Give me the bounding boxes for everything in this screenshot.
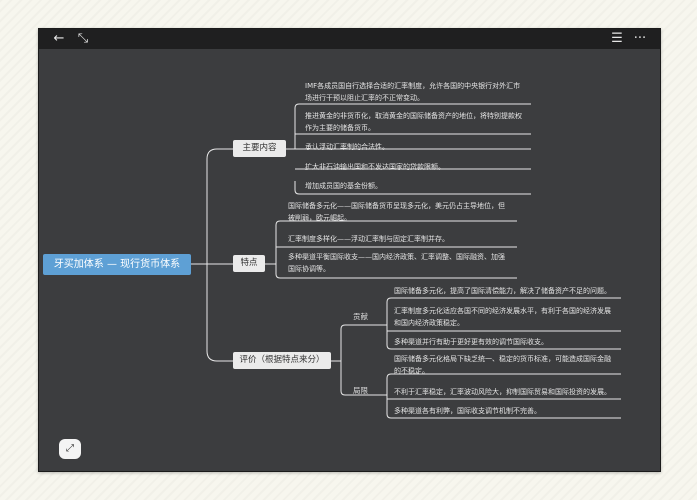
leaf-node[interactable]: 多种渠道各有利弊，国际收支调节机制不完善。 bbox=[394, 407, 541, 415]
branch-evaluation[interactable]: 评价（根据特点来分） bbox=[233, 352, 331, 369]
leaf-node[interactable]: 汇率制度多样化——浮动汇率制与固定汇率制并存。 bbox=[288, 235, 449, 243]
root-node[interactable]: 牙买加体系 — 现行货币体系 bbox=[43, 254, 191, 275]
outline-list-icon[interactable]: ☰ bbox=[611, 31, 623, 46]
leaf-node[interactable]: 不利于汇率稳定，汇率波动风险大，抑制国际贸易和国际投资的发展。 bbox=[394, 388, 611, 396]
collapse-icon[interactable]: ⤡ bbox=[77, 31, 89, 46]
leaf-node[interactable]: 国际储备多元化，提高了国际清偿能力，解决了储备资产不足的问题。 bbox=[394, 287, 611, 295]
leaf-node[interactable]: 扩大非石油输出国和不发达国家的贷款限额。 bbox=[305, 163, 445, 171]
leaf-node[interactable]: 国际储备多元化格局下缺乏统一、稳定的货币标准，可能造成国际金融的不稳定。 bbox=[394, 355, 611, 375]
leaf-node[interactable]: 推进黄金的非货币化，取消黄金的国际储备资产的地位，将特别提款权作为主要的储备货币… bbox=[305, 112, 522, 132]
top-toolbar: ← ⤡ ☰ ··· bbox=[39, 29, 660, 49]
leaf-node[interactable]: 增加成员国的基金份额。 bbox=[305, 182, 382, 190]
leaf-node[interactable]: 国际储备多元化——国际储备货币呈现多元化，美元仍占主导地位，但被削弱，欧元崛起。 bbox=[288, 202, 505, 222]
connector-lines bbox=[191, 103, 621, 419]
fullscreen-button[interactable]: ⤢ bbox=[59, 439, 81, 459]
leaf-node[interactable]: 汇率制度多元化适应各国不同的经济发展水平，有利于各国的经济发展和国内经济政策稳定… bbox=[394, 307, 611, 327]
leaf-node[interactable]: IMF各成员国自行选择合适的汇率制度，允许各国的中央银行对外汇市场进行干预以阻止… bbox=[305, 82, 521, 102]
mindmap-window: ← ⤡ ☰ ··· bbox=[38, 28, 661, 472]
expand-icon: ⤢ bbox=[66, 443, 74, 454]
leaf-node[interactable]: 承认浮动汇率制的合法性。 bbox=[305, 143, 389, 151]
group-contribution[interactable]: 贡献 bbox=[353, 312, 368, 321]
more-icon[interactable]: ··· bbox=[633, 31, 647, 46]
branch-features[interactable]: 特点 bbox=[233, 255, 265, 272]
back-arrow-icon[interactable]: ← bbox=[53, 31, 65, 46]
group-limitation[interactable]: 局限 bbox=[353, 386, 368, 395]
leaf-node[interactable]: 多种渠道平衡国际收支——国内经济政策、汇率调整、国际融资、加强国际协调等。 bbox=[288, 253, 505, 273]
branch-main-content[interactable]: 主要内容 bbox=[233, 140, 286, 157]
leaf-node[interactable]: 多种渠道并行有助于更好更有效的调节国际收支。 bbox=[394, 338, 548, 346]
